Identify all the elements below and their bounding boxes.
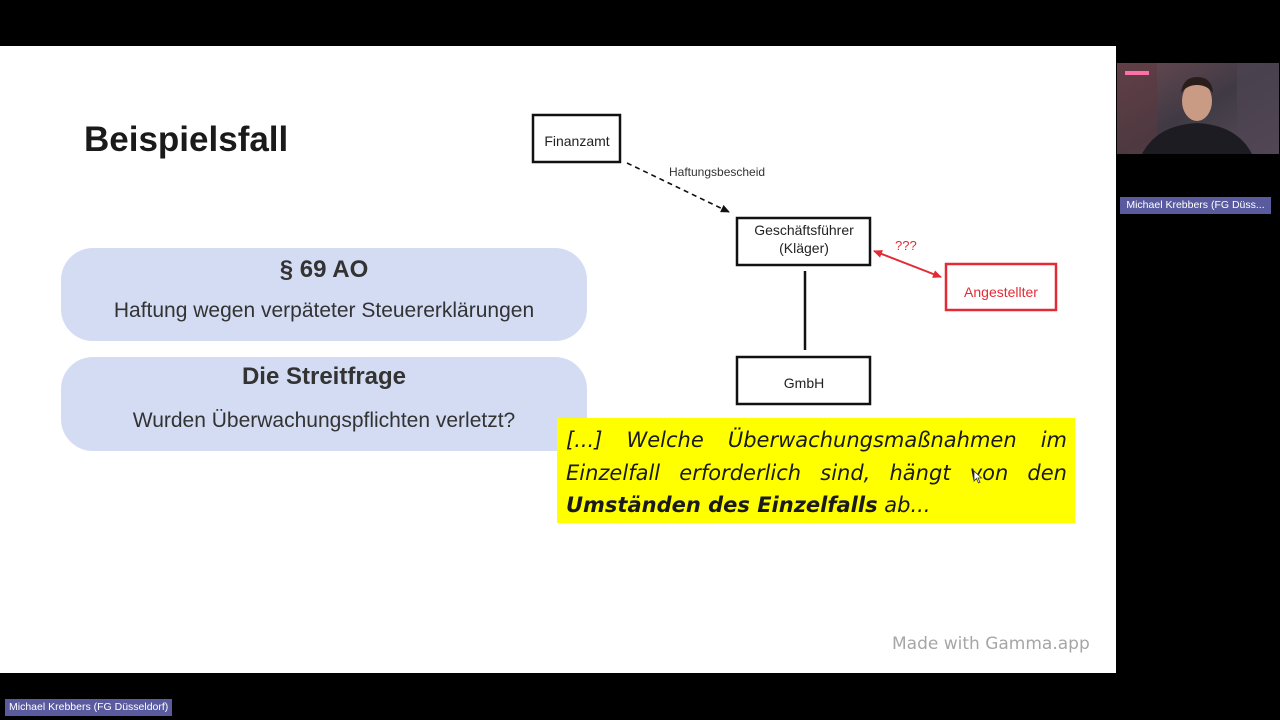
node-gmbh: GmbH (735, 355, 872, 406)
quote-text-2: ab... (877, 493, 931, 517)
node-gf-label-line2: (Kläger) (779, 240, 829, 256)
node-finanzamt: Finanzamt (531, 113, 622, 164)
slide-title: Beispielsfall (84, 120, 289, 159)
card-section-69-ao: § 69 AO Haftung wegen verpäteter Steuere… (61, 248, 587, 341)
card-heading: Die Streitfrage (241, 363, 407, 390)
node-gf-label-line1: Geschäftsführer (754, 222, 854, 238)
quote-text-1: [...] Welche Überwachungsmaßnahmen im Ei… (566, 428, 1067, 485)
node-finanzamt-label: Finanzamt (544, 133, 609, 149)
presentation-slide: Beispielsfall § 69 AO Haftung wegen verp… (0, 46, 1116, 673)
quote-bold-text: Umständen des Einzelfalls (566, 493, 878, 517)
webcam-video[interactable] (1117, 63, 1279, 154)
node-geschaeftsfuehrer: Geschäftsführer (Kläger) (735, 216, 872, 267)
card-streitfrage: Die Streitfrage Wurden Überwachungspflic… (61, 357, 587, 451)
dashed-arrow (626, 162, 730, 213)
highlighted-quote: [...] Welche Überwachungsmaßnahmen im Ei… (557, 418, 1075, 523)
node-gmbh-label: GmbH (784, 375, 824, 391)
node-angestellter: Angestellter (944, 262, 1058, 312)
card-text: Haftung wegen verpäteter Steuererklärung… (113, 299, 535, 322)
red-double-arrow (873, 250, 942, 278)
webcam-person-icon (1117, 63, 1279, 154)
haftungsbescheid-label: Haftungsbescheid (669, 165, 765, 179)
presenter-name-label: Michael Krebbers (FG Düsseldorf) (5, 699, 173, 716)
webcam-name-label: Michael Krebbers (FG Düss... (1120, 197, 1271, 214)
card-heading: § 69 AO (279, 256, 369, 283)
mouse-cursor-icon (973, 470, 983, 484)
gamma-watermark: Made with Gamma.app (892, 634, 1090, 654)
card-text: Wurden Überwachungspflichten verletzt? (132, 409, 516, 432)
relationship-diagram: Finanzamt Haftungsbescheid Geschäftsführ… (531, 113, 1058, 406)
question-marks: ??? (895, 238, 917, 253)
node-angestellter-label: Angestellter (964, 284, 1038, 300)
